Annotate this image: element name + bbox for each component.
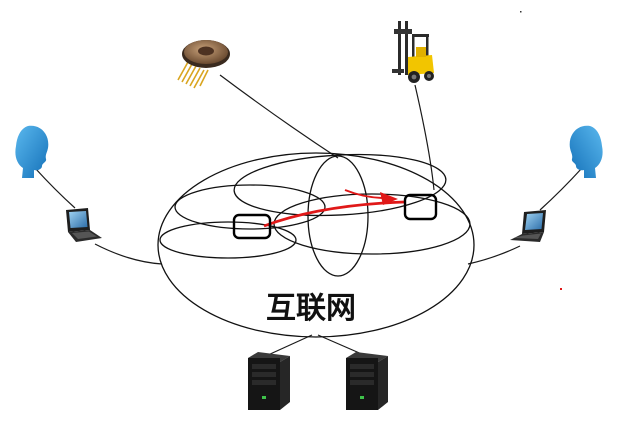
stray-dot [560, 288, 562, 290]
laptop-icon [510, 210, 546, 242]
link-sensor-internet [220, 75, 338, 158]
link-right-head-laptop [540, 168, 582, 210]
link-left-head-laptop [35, 168, 75, 208]
stray-dot [520, 11, 522, 13]
pressure-sensor-icon [178, 40, 230, 88]
network-ellipse-bottom [160, 222, 296, 258]
internet-label: 互联网 [266, 291, 356, 326]
forklift-icon [392, 21, 434, 83]
user-head-icon [570, 126, 603, 178]
laptop-icon [66, 208, 102, 242]
link-server-right [318, 335, 364, 355]
link-left-laptop-internet [95, 244, 162, 264]
server-tower-icon [346, 352, 388, 410]
router-node-destination [405, 195, 436, 219]
user-head-icon [15, 126, 48, 178]
link-right-laptop-internet [468, 246, 520, 264]
server-tower-icon [248, 352, 290, 410]
link-server-left [268, 335, 312, 355]
